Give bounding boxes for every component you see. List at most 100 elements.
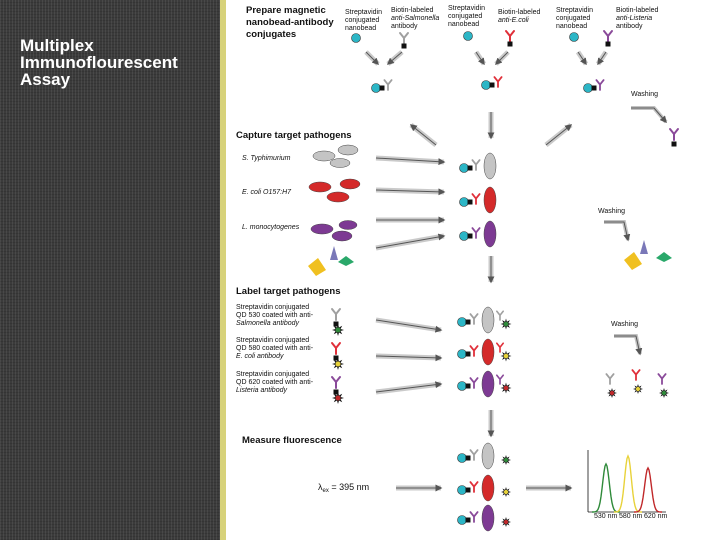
captured-listeria-bead (459, 231, 469, 241)
cell-listeria-1 (310, 223, 334, 235)
label-qd530: Streptavidin conjugated QD 530 coated wi… (236, 304, 315, 327)
nanobead-2 (463, 31, 473, 41)
label-qd620: Streptavidin conjugated QD 620 coated wi… (236, 371, 315, 394)
labeled-typhimurium-qd-core (503, 321, 509, 327)
free-qd1-antibody (605, 373, 615, 385)
step3-title: Label target pathogens (236, 286, 341, 297)
measure-ecoli-biotin (465, 487, 471, 493)
label-l-monocytogenes: L. monocytogenes (242, 224, 300, 231)
washing-label-3: Washing (611, 321, 638, 328)
washing-arrow-1 (631, 107, 667, 124)
washing-arrow-3 (614, 335, 643, 356)
free-qd2-core (635, 386, 641, 392)
arrow-combine-2a (475, 51, 485, 66)
washed-debris-triangle (640, 240, 648, 254)
labeled-listeria-qd-core (503, 385, 509, 391)
arrow-combine-1a (365, 51, 379, 65)
cell-ecoli-1 (308, 181, 332, 193)
step1-title-line-3: conjugates (246, 29, 296, 40)
step1-title: Prepare magnetic nanobead-antibody conju… (246, 5, 336, 40)
labeled-listeria-cell (481, 370, 495, 398)
washing-arrow-1-body (631, 106, 668, 124)
conjugate-ecoli-bead (481, 80, 491, 90)
arrow-combine-3b (597, 51, 607, 66)
measure-qd620-core (503, 519, 509, 525)
spectrum-peak-530 (592, 462, 620, 513)
cell-typhimurium-3 (329, 158, 351, 168)
slide-title-line-3: Assay (20, 70, 71, 89)
qd620-antibody (331, 376, 341, 389)
qd580-antibody (331, 342, 341, 355)
conjugate-ecoli-biotin (489, 82, 495, 88)
arrow-combine-3a (577, 51, 587, 66)
captured-typhimurium-antibody (471, 159, 481, 171)
cell-ecoli-2 (326, 191, 350, 203)
label-e-coli: E. coli O157:H7 (242, 189, 292, 196)
labeled-ecoli-antibody (469, 345, 479, 357)
arrow-label-3 (375, 381, 443, 393)
washed-antibody (669, 128, 679, 141)
measure-ecoli-antibody (469, 481, 479, 493)
measure-typhimurium-bead (457, 453, 467, 463)
qd580-biotin (333, 355, 339, 361)
cell-listeria-2 (331, 230, 353, 242)
captured-ecoli-cell (483, 186, 497, 214)
qd580-core (335, 361, 341, 367)
measure-typhimurium-cell (481, 442, 495, 470)
washed-debris-green (656, 252, 672, 262)
qd530-core (335, 327, 341, 333)
conjugate-ecoli-antibody (493, 76, 503, 88)
diagram-graphics (308, 30, 679, 532)
arrow-label-1 (375, 319, 443, 333)
cell-typhimurium-1 (312, 150, 336, 162)
conjugate-listeria-biotin (591, 85, 597, 91)
labeled-typhimurium-qd-antibody (496, 310, 504, 321)
label-streptavidin-nanobead-1: Streptavidin conjugated nanobead (345, 9, 384, 32)
measure-typhimurium-antibody (469, 449, 479, 461)
step2-title: Capture target pathogens (236, 130, 352, 141)
captured-listeria-cell (483, 220, 497, 248)
labeled-typhimurium-bead (457, 317, 467, 327)
excitation-label: λex = 395 nm (318, 482, 369, 494)
arrow-to-capture-3 (545, 124, 573, 146)
label-streptavidin-nanobead-2: Streptavidin conjugated nanobead (448, 5, 487, 28)
slide-title: Multiplex Immunoflourescent Assay (20, 37, 210, 88)
captured-ecoli-biotin (467, 199, 473, 205)
captured-ecoli-bead (459, 197, 469, 207)
cell-listeria-3 (338, 220, 358, 230)
captured-typhimurium-cell (483, 152, 497, 180)
spectrum-peak-620 (634, 466, 662, 513)
cell-ecoli-3 (339, 178, 361, 190)
measure-listeria-cell (481, 504, 495, 532)
arrow-capture-2 (375, 188, 446, 196)
free-qd2-antibody (631, 369, 641, 381)
captured-ecoli-antibody (471, 193, 481, 205)
washing-label-1: Washing (631, 91, 658, 98)
biotin-salmonella (401, 43, 407, 49)
labeled-listeria-biotin (465, 383, 471, 389)
measure-listeria-biotin (465, 517, 471, 523)
label-streptavidin-nanobead-3: Streptavidin conjugated nanobead (556, 7, 595, 30)
labeled-typhimurium-biotin (465, 319, 471, 325)
antibody-listeria (603, 30, 613, 43)
label-anti-listeria-antibody: Biotin-labeled anti-Listeria antibody (616, 7, 660, 30)
measure-listeria-bead (457, 515, 467, 525)
nanobead-3 (569, 32, 579, 42)
conjugate-listeria-antibody (595, 79, 605, 91)
assay-diagram: Prepare magnetic nanobead-antibody conju… (236, 5, 679, 532)
arrow-capture-1 (375, 157, 446, 166)
labeled-typhimurium-antibody (469, 313, 479, 325)
conjugate-salmonella-bead (371, 83, 381, 93)
arrow-capture-4 (375, 233, 446, 249)
spectrum-tick-530: 530 nm (594, 513, 618, 520)
washed-debris-yellow (624, 252, 642, 270)
labeled-ecoli-bead (457, 349, 467, 359)
captured-listeria-biotin (467, 233, 473, 239)
washing-label-2: Washing (598, 208, 625, 215)
arrow-combine-1b (386, 51, 403, 65)
antibody-ecoli (505, 30, 515, 43)
labeled-listeria-qd-antibody (496, 374, 504, 385)
label-anti-ecoli-antibody: Biotin-labeled anti-E.coli (498, 9, 542, 24)
measure-ecoli-bead (457, 485, 467, 495)
spectrum-tick-580: 580 nm (619, 513, 643, 520)
